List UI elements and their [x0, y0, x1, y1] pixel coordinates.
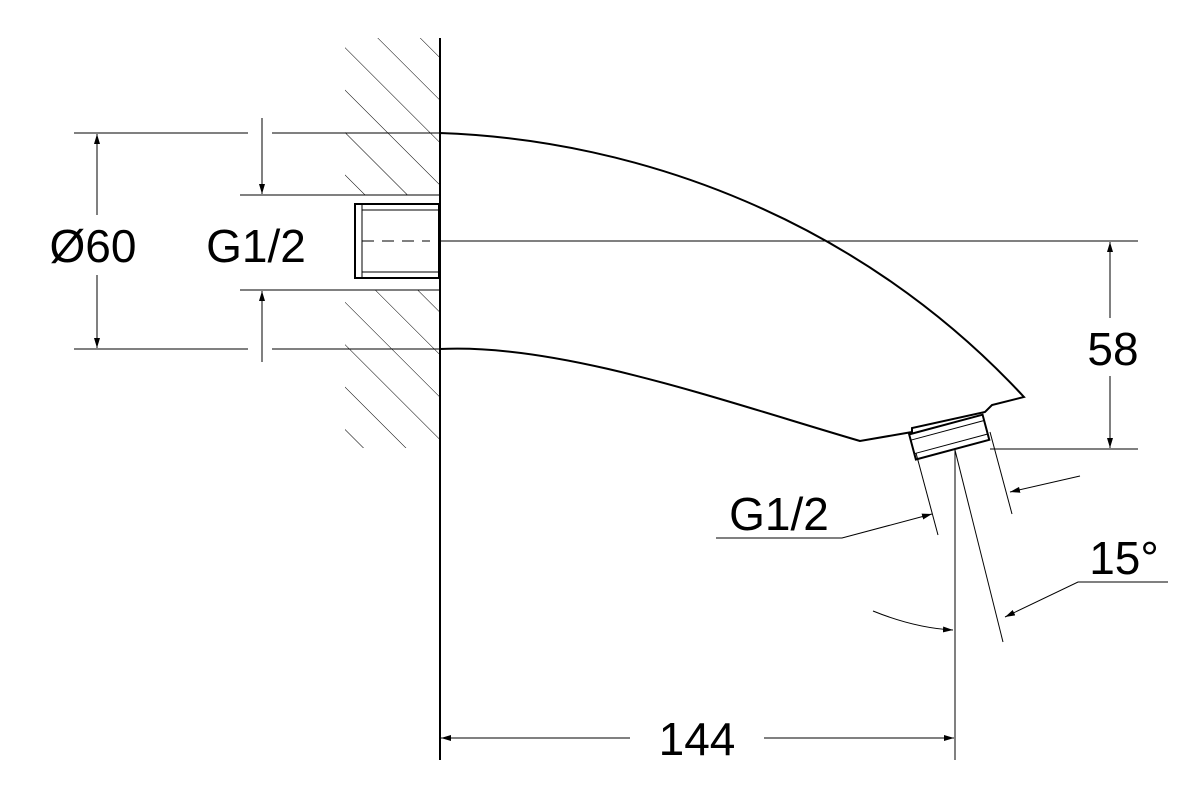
angle-leader [1004, 581, 1168, 618]
outlet-arrow-right [1009, 475, 1081, 493]
construction-lines [74, 132, 1138, 760]
dimension-arrows [94, 118, 1168, 741]
angle-label: 15° [1089, 532, 1159, 584]
wall-section [345, 38, 439, 448]
height-label: 58 [1087, 323, 1138, 375]
spout-body [439, 131, 1026, 443]
dimension-labels: Ø60 G1/2 58 G1/2 15° 144 [50, 220, 1159, 765]
angle-arc-left [872, 610, 954, 633]
length-label: 144 [659, 713, 736, 765]
outlet-thread-label: G1/2 [729, 488, 829, 540]
inlet-thread-label: G1/2 [206, 220, 306, 272]
diameter-label: Ø60 [50, 220, 137, 272]
outlet-leader [716, 513, 933, 539]
outlet-nozzle [907, 413, 991, 461]
inlet-thread-nipple [345, 194, 440, 291]
